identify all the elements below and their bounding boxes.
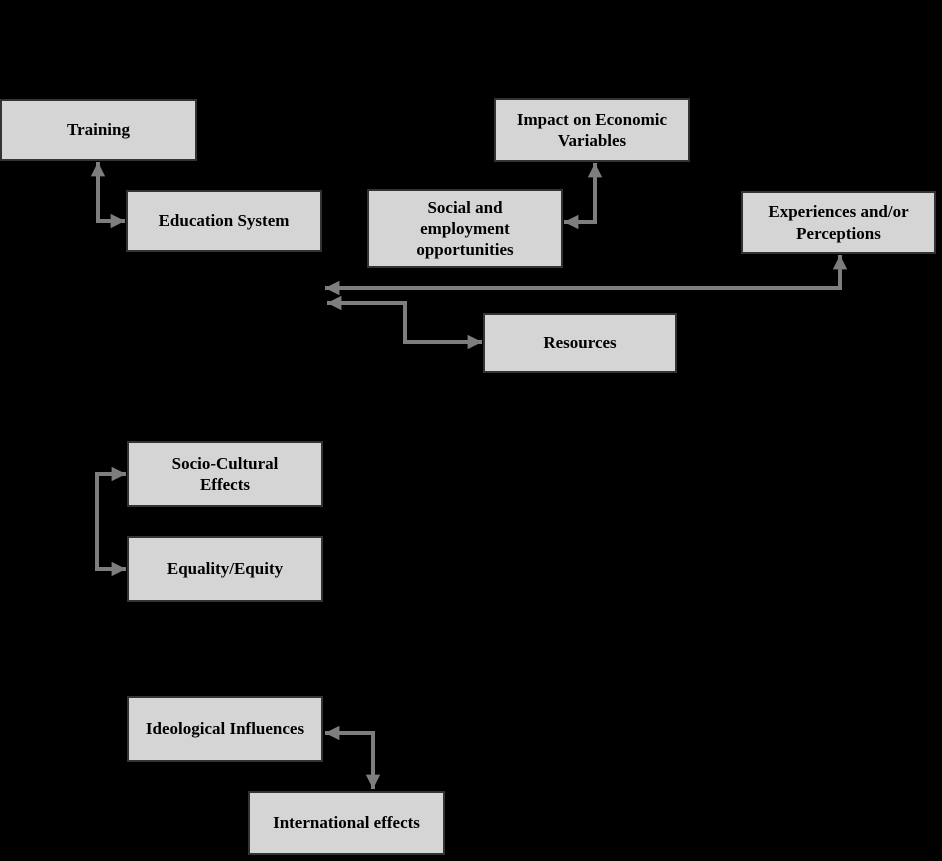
edge-socio-equality: [95, 466, 126, 577]
node-equality-equity: Equality/Equity: [127, 536, 323, 602]
node-education-system: Education System: [126, 190, 322, 252]
edge-training-education: [90, 162, 125, 229]
node-impact-economic-variables: Impact on Economic Variables: [494, 98, 690, 162]
edge-experiences-left-area: [325, 255, 848, 296]
node-training: Training: [0, 99, 197, 161]
node-resources: Resources: [483, 313, 677, 373]
node-experiences-perceptions: Experiences and/or Perceptions: [741, 191, 936, 254]
node-international-effects: International effects: [248, 791, 445, 855]
node-social-employment-opportunities: Social and employment opportunities: [367, 189, 563, 268]
edge-left-area-resources: [327, 295, 482, 350]
node-socio-cultural-effects: Socio-Cultural Effects: [127, 441, 323, 507]
edge-impact-social: [564, 163, 603, 230]
edge-ideological-international: [325, 725, 381, 789]
node-ideological-influences: Ideological Influences: [127, 696, 323, 762]
